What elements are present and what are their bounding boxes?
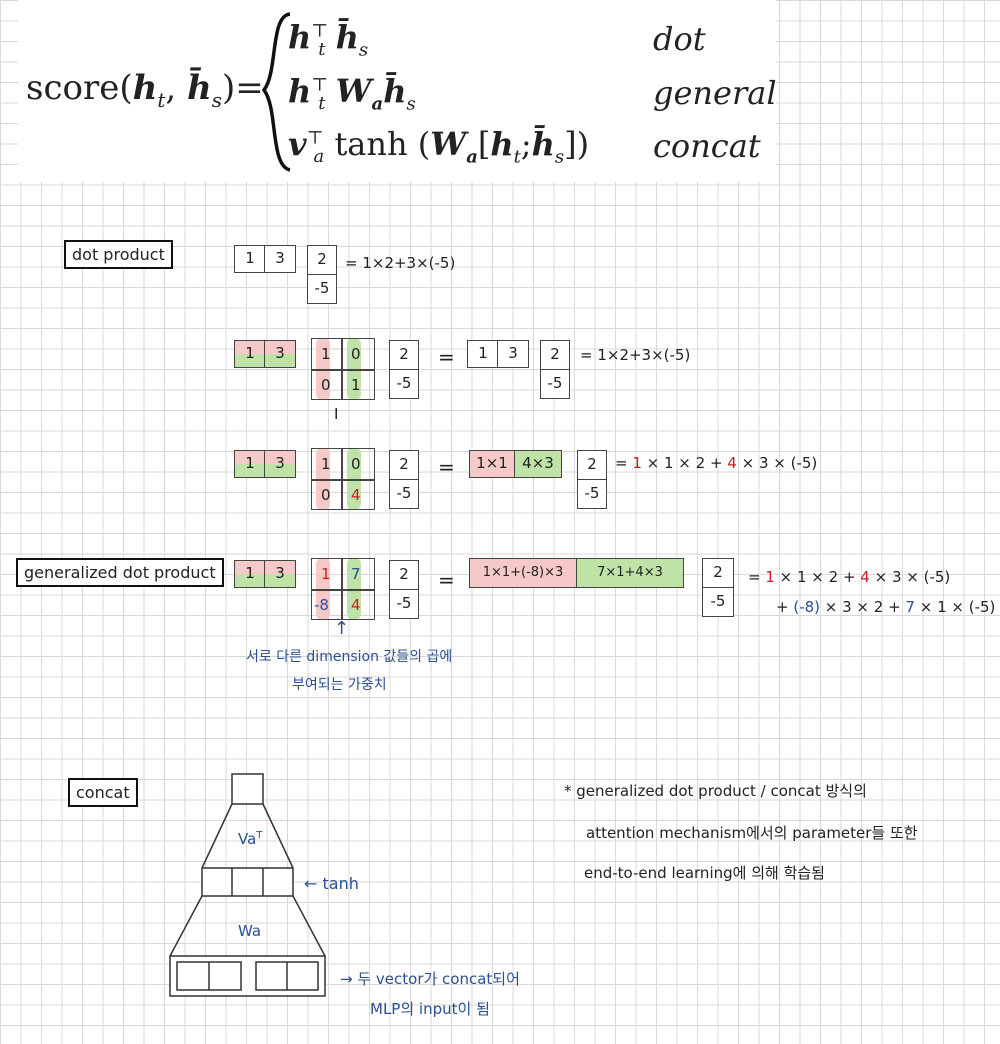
gen-line2-weight1: (-8) [793,598,821,616]
wa-label: Wa [238,922,262,940]
gen-matrix-hline [311,589,375,591]
va-label: VaT [238,830,262,848]
gen-vec-a-0: 1 [234,560,266,588]
row2-eq: = [438,345,455,369]
row2-vec-a-0: 1 [234,340,266,368]
row2-vec-b-0: 2 [389,340,419,370]
row3-m-1: 0 [351,455,361,473]
gen-vec-c-0: 1×1+(-8)×3 [469,558,577,588]
row1-vec-b-1: -5 [307,274,337,304]
formula-brace [261,12,291,172]
case-general-name: general [653,74,777,112]
concat-title: concat [68,778,138,807]
row3-m-0: 1 [321,455,331,473]
row3-result-weight1: 1 [632,454,642,472]
row2-vec-a-1: 3 [264,340,296,368]
gen-line1-weight1: 1 [765,568,775,586]
gen-m-2: -8 [314,596,329,614]
score-formula: score(ht, h̄s)= h⊤t h̄s dot h⊤t Wah̄s ge… [18,0,777,182]
row2-vec-d-0: 2 [540,340,570,370]
row3-eq: = [438,455,455,479]
gen-eq: = [438,568,455,592]
gen-line2-mid: × 3 × 2 + [820,598,906,616]
gen-vec-b-1: -5 [389,589,419,619]
gen-vec-a-1: 3 [264,560,296,588]
row3-result-mid: × 1 × 2 + [641,454,728,472]
row2-m-1: 0 [351,345,361,363]
identity-label: I [334,405,339,423]
gen-line2-end: × 1 × (-5) [914,598,996,616]
row1-vec-a-0: 1 [234,245,266,273]
gen-note-line1: 서로 다른 dimension 값들의 곱에 [246,649,453,665]
gen-result-line1: = 1 × 1 × 2 + 4 × 3 × (-5) [748,568,950,586]
concat-diagram [169,773,326,997]
row2-matrix-hline [311,369,375,371]
row1-vec-a-1: 3 [264,245,296,273]
case-dot-expr: h⊤t h̄s [288,18,369,61]
row3-result-weight2: 4 [727,454,737,472]
row3-vec-c-0: 1×1 [469,450,515,478]
gen-result-line2: + (-8) × 3 × 2 + 7 × 1 × (-5) [776,598,995,616]
row2-vec-c-0: 1 [467,340,499,368]
concat-note-line1: → 두 vector가 concat되어 [340,970,520,988]
row3-vec-d-1: -5 [577,479,607,509]
dot-product-title: dot product [64,240,173,269]
gen-note-arrow: ↑ [334,618,350,639]
row3-vec-c-1: 4×3 [514,450,562,478]
gen-line1-end: × 3 × (-5) [869,568,951,586]
row3-vec-a-0: 1 [234,450,266,478]
side-note-line3: end-to-end learning에 의해 학습됨 [584,864,825,882]
row2-m-2: 0 [321,376,331,394]
row2-vec-b-1: -5 [389,369,419,399]
va-label-sup: T [256,830,263,841]
tanh-label: ← tanh [304,874,359,893]
case-concat-expr: v⊤a tanh (Wa[ht;h̄s]) [288,125,590,168]
row2-m-3: 1 [351,376,361,394]
row3-m-2: 0 [321,486,331,504]
formula-lhs: score(ht, h̄s)= [26,68,264,112]
case-concat-name: concat [653,127,761,165]
gen-line2-weight2: 7 [905,598,915,616]
row3-result-prefix: = [615,454,633,472]
gen-line1-mid: × 1 × 2 + [774,568,861,586]
case-general-expr: h⊤t Wah̄s [288,72,416,115]
gen-line2-prefix: + [776,598,794,616]
side-note-line2: attention mechanism에서의 parameter들 또한 [586,824,918,842]
row3-vec-a-1: 3 [264,450,296,478]
gen-vec-d-0: 2 [702,558,734,588]
row1-vec-b-0: 2 [307,245,337,275]
generalized-dot-product-title: generalized dot product [16,558,224,587]
row3-vec-b-0: 2 [389,450,419,480]
gen-m-1: 7 [351,565,361,583]
row2-vec-d-1: -5 [540,369,570,399]
gen-vec-d-1: -5 [702,587,734,617]
side-note-line1: * generalized dot product / concat 방식의 [564,782,867,800]
gen-m-3: 4 [351,596,361,614]
concat-note-line2: MLP의 input이 됨 [370,1000,490,1018]
row3-result-end: × 3 × (-5) [736,454,818,472]
gen-vec-c-1: 7×1+4×3 [576,558,684,588]
row3-vec-d-0: 2 [577,450,607,480]
gen-note-line2: 부여되는 가중치 [292,677,387,693]
row3-vec-b-1: -5 [389,479,419,509]
row2-result: = 1×2+3×(-5) [580,346,691,364]
row2-m-0: 1 [321,345,331,363]
case-dot-name: dot [653,20,706,58]
row2-vec-c-1: 3 [497,340,529,368]
formula-lhs-name: score [26,68,120,108]
row3-matrix-hline [311,479,375,481]
gen-line1-weight2: 4 [860,568,870,586]
gen-vec-b-0: 2 [389,560,419,590]
row1-result: = 1×2+3×(-5) [345,254,456,272]
gen-line1-prefix: = [748,568,766,586]
gen-m-0: 1 [321,565,331,583]
row3-result: = 1 × 1 × 2 + 4 × 3 × (-5) [615,454,817,472]
row3-m-3: 4 [351,486,361,504]
va-label-text: Va [238,830,257,848]
